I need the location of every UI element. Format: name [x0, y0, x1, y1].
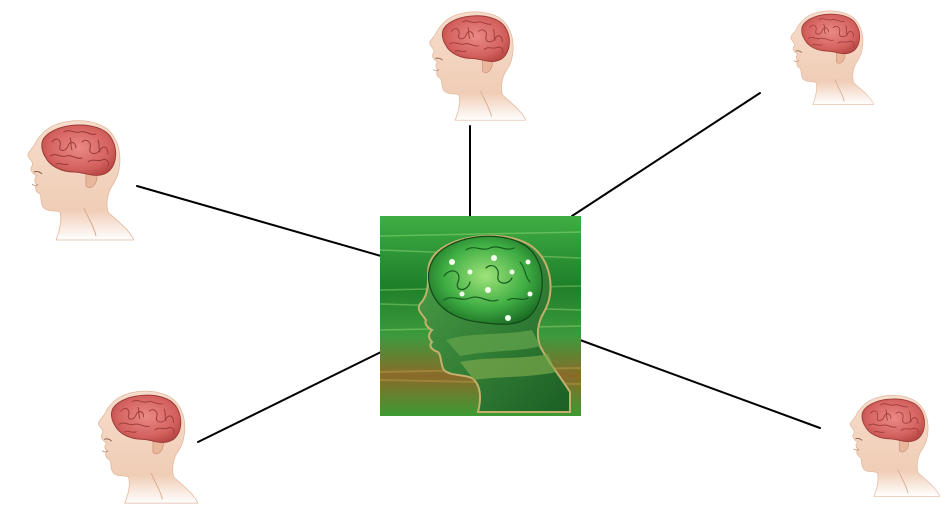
human-head-brain-icon: [850, 395, 940, 496]
collective-mind-head-icon: [380, 216, 581, 416]
node-bottom-right: [850, 395, 940, 496]
node-bottom-left: [98, 391, 198, 503]
node-top-left: [28, 121, 134, 240]
hub-node: [380, 216, 581, 416]
connector-top-left: [137, 186, 381, 256]
human-head-brain-icon: [98, 391, 198, 503]
connector-bottom-right: [580, 340, 820, 428]
node-top-center: [430, 12, 526, 120]
human-head-brain-icon: [28, 121, 134, 240]
node-top-right: [791, 11, 874, 105]
connector-bottom-left: [198, 352, 381, 442]
human-head-brain-icon: [430, 12, 526, 120]
connector-top-right: [572, 93, 760, 216]
human-head-brain-icon: [791, 11, 874, 105]
